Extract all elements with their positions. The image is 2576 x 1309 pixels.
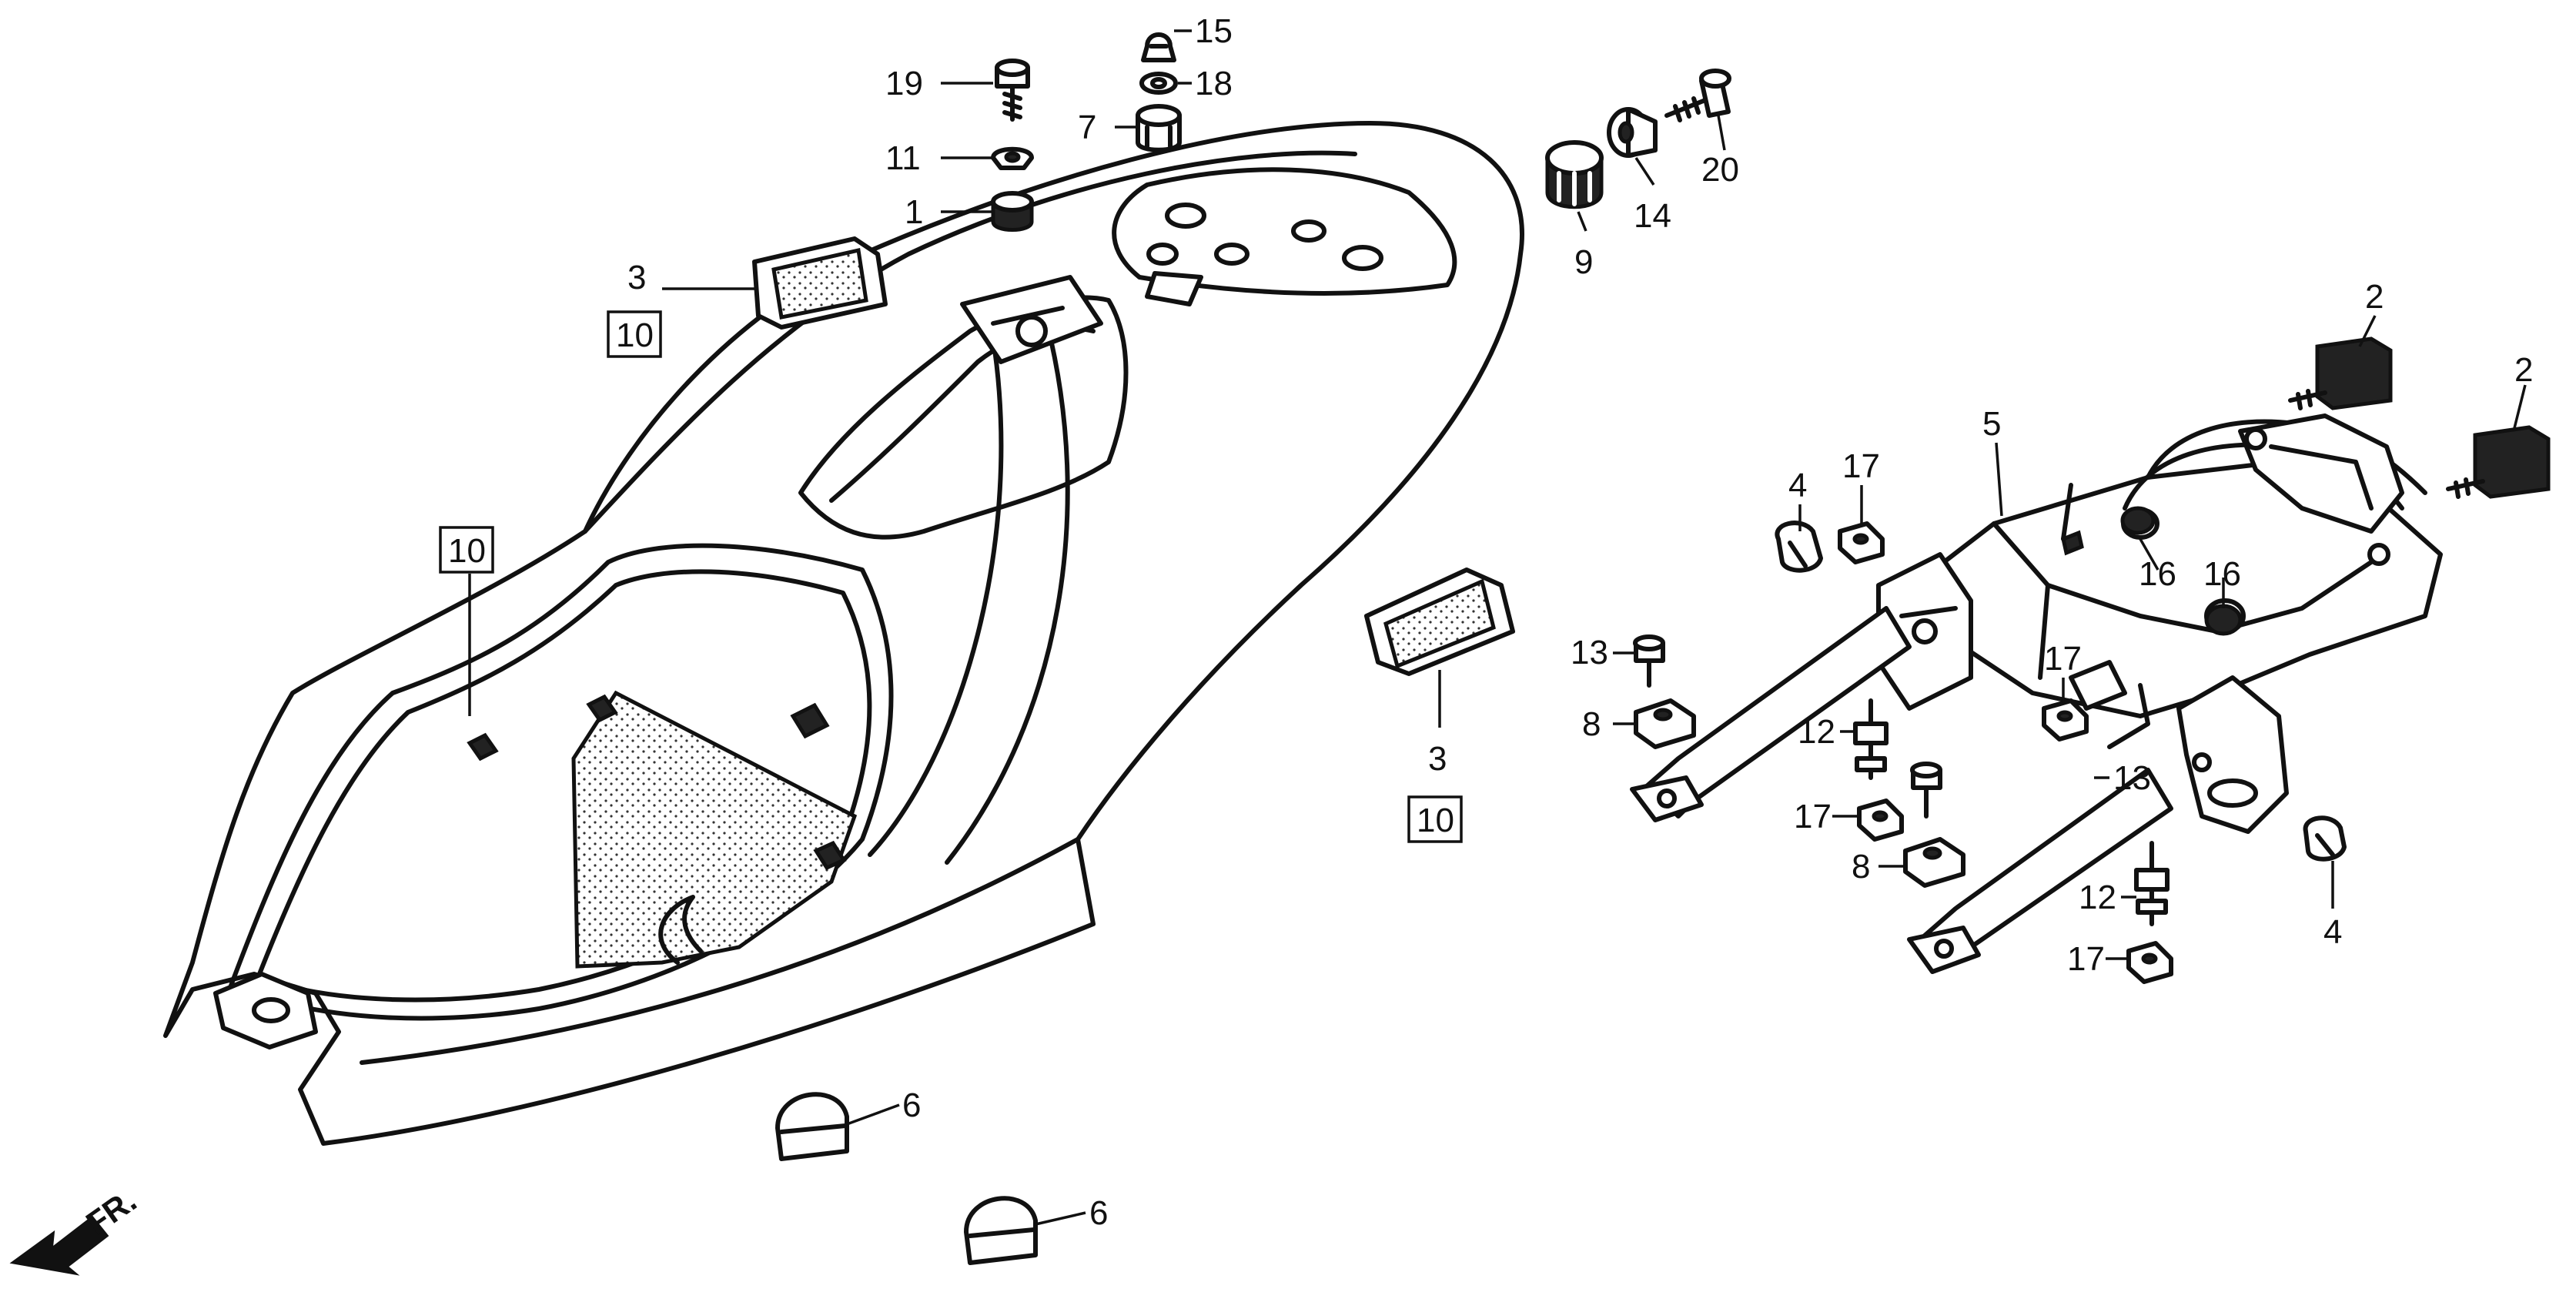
- callout-2-upper: 2: [2365, 278, 2384, 316]
- callout-13-a: 13: [1571, 634, 1608, 671]
- part-16-grommet-a: [2120, 506, 2156, 535]
- callout-10-left: 10: [448, 532, 486, 570]
- part-20-bolt: [1664, 69, 1731, 122]
- part-17-nut-c: [1857, 798, 1904, 842]
- callout-4-left: 4: [1788, 467, 1807, 504]
- rear-carrier-frame: [1630, 413, 2443, 974]
- front-direction-indicator: FR.: [9, 1182, 143, 1276]
- boxed-callout-10-center: 10: [1407, 795, 1463, 843]
- part-12-stud-b: [2134, 841, 2170, 926]
- callout-20: 20: [1701, 151, 1739, 189]
- callout-7: 7: [1078, 109, 1096, 146]
- callout-18: 18: [1195, 65, 1233, 102]
- callout-17-c: 17: [1794, 798, 1832, 835]
- callout-15: 15: [1195, 12, 1233, 50]
- leader-lines: [468, 29, 2527, 1226]
- callout-5: 5: [1982, 405, 2001, 443]
- callout-6-upper: 6: [902, 1086, 921, 1124]
- part-11-washer: [991, 146, 1034, 170]
- part-13-bolt-a: [1633, 634, 1665, 688]
- arrow-left-icon: [9, 1215, 109, 1276]
- callout-12-a: 12: [1798, 713, 1835, 751]
- part-7-cushion: [1136, 104, 1182, 152]
- callout-10-center: 10: [1417, 802, 1454, 839]
- callout-2-lower: 2: [2514, 351, 2533, 389]
- part-6-cap-lower: [964, 1196, 1038, 1265]
- part-19-bolt: [995, 59, 1030, 122]
- callout-8-a: 8: [1582, 705, 1601, 743]
- callout-labels: 15 18 7 19 11 1 3 10 10 3 10 9 14 20 2 2…: [439, 12, 2533, 1232]
- part-18-washer: [1139, 72, 1178, 95]
- callout-19: 19: [885, 65, 923, 102]
- part-17-nut-a: [1838, 521, 1885, 564]
- callout-17-b: 17: [2044, 640, 2082, 678]
- rear-fender: [163, 121, 1524, 1146]
- part-2-reflector-upper: [2288, 336, 2393, 410]
- callout-17-a: 17: [1842, 447, 1880, 485]
- callout-10-top: 10: [616, 316, 654, 354]
- boxed-callout-10-left: 10: [439, 526, 494, 574]
- callout-3-top: 3: [627, 259, 646, 296]
- callout-17-d: 17: [2067, 940, 2105, 978]
- callout-11: 11: [885, 139, 921, 177]
- callout-6-lower: 6: [1089, 1194, 1108, 1232]
- part-17-nut-b: [2042, 698, 2089, 742]
- callout-13-b: 13: [2113, 759, 2151, 797]
- callout-1: 1: [905, 193, 923, 231]
- part-14-collar: [1607, 107, 1658, 158]
- part-8-block-b: [1903, 837, 1965, 888]
- part-12-stud-a: [1853, 698, 1889, 780]
- part-4-cap-right: [2303, 815, 2347, 862]
- part-13-bolt-b: [1910, 762, 1942, 819]
- boxed-callout-10-top: 10: [607, 310, 662, 358]
- part-3-reflector-center: [1364, 567, 1515, 676]
- part-3-reflector-left: [752, 236, 888, 330]
- part-17-nut-d: [2126, 941, 2173, 984]
- callout-3-center: 3: [1428, 740, 1447, 778]
- part-8-block-a: [1634, 698, 1696, 749]
- callout-9: 9: [1574, 243, 1593, 281]
- part-1-grommet: [991, 191, 1034, 232]
- callout-8-b: 8: [1852, 848, 1870, 886]
- part-4-cap-left: [1775, 521, 1823, 573]
- callout-14: 14: [1634, 197, 1671, 235]
- callout-12-b: 12: [2079, 879, 2116, 916]
- part-2-reflector-lower: [2446, 425, 2551, 499]
- callout-4-right: 4: [2323, 913, 2342, 951]
- part-16-grommet-b: [2204, 604, 2243, 636]
- part-15-clip: [1141, 32, 1176, 62]
- callout-16-a: 16: [2139, 555, 2176, 593]
- part-9-grommet: [1545, 140, 1604, 209]
- part-6-cap-upper: [775, 1092, 849, 1161]
- callout-16-b: 16: [2203, 555, 2241, 593]
